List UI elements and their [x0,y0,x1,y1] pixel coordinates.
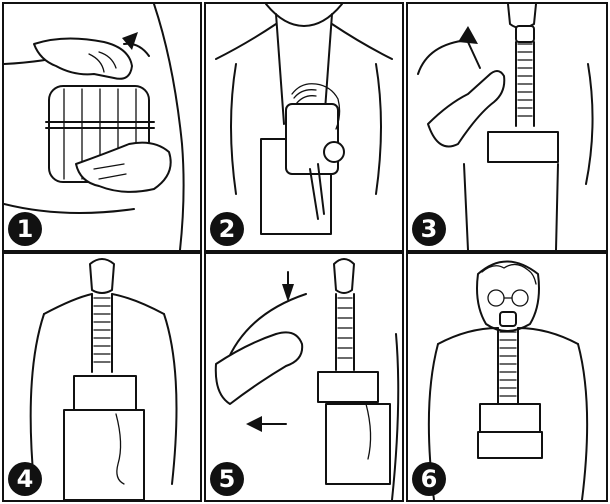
step-number-badge: 2 [210,212,244,246]
step-2-illustration [215,4,393,235]
step-panel-6: 6 [406,252,608,502]
step-number-badge: 4 [8,462,42,496]
step-4-illustration [29,258,178,500]
step-panel-3: 3 [406,2,608,252]
step-number-badge: 6 [412,462,446,496]
step-5-illustration [214,258,400,500]
step-6-illustration [427,260,589,500]
step-number-badge: 1 [8,212,42,246]
step-panel-2: 2 [204,2,404,252]
step-number-badge: 3 [412,212,446,246]
step-1-illustration [4,4,185,250]
step-panel-5: 5 [204,252,404,502]
step-3-illustration [417,4,594,250]
step-panel-1: 1 [2,2,202,252]
step-number-badge: 5 [210,462,244,496]
step-panel-4: 4 [2,252,202,502]
